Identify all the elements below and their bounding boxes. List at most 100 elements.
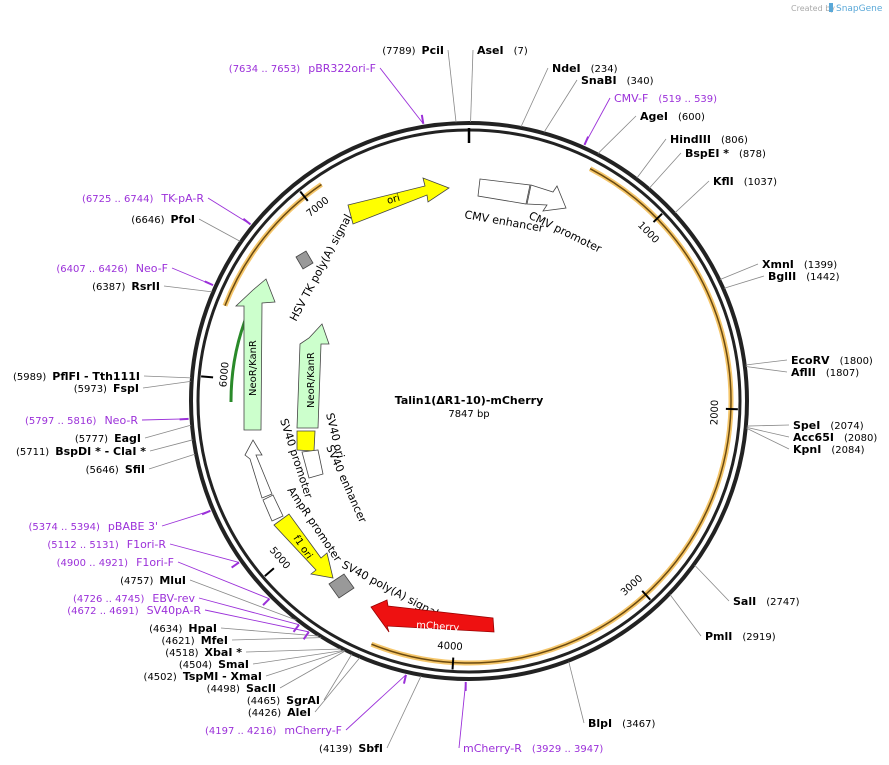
primer-range: (519 .. 539) <box>658 94 717 105</box>
primer-range: (4197 .. 4216) <box>205 726 277 737</box>
primer-bind-mark <box>262 598 271 606</box>
site-name[interactable]: NdeI <box>552 62 581 75</box>
site-name[interactable]: SalI <box>733 595 756 608</box>
site-name[interactable]: FspI <box>113 382 139 395</box>
tick-mark <box>652 213 663 223</box>
site-name[interactable]: SbfI <box>358 742 383 755</box>
feature-f1-ori-arrow[interactable] <box>273 513 334 579</box>
primer-range: (4900 .. 4921) <box>57 558 129 569</box>
site-leader-line <box>649 152 682 189</box>
primer-bind-mark <box>583 136 590 146</box>
site-name[interactable]: Acc65I <box>793 431 834 444</box>
primer-leader-line <box>169 543 240 563</box>
primer-name[interactable]: F1ori-R <box>127 538 167 551</box>
feature-neor-kanr-outer-label: NeoR/KanR <box>248 340 259 396</box>
primer-name[interactable]: pBR322ori-F <box>308 62 376 75</box>
site-name[interactable]: SmaI <box>218 658 249 671</box>
orf-arc-neo-core <box>224 183 322 307</box>
site-name[interactable]: HindIII <box>670 133 711 146</box>
feature-sv40-enhancer-box[interactable] <box>301 449 324 479</box>
site-leader-line <box>746 427 790 450</box>
site-name[interactable]: SgrAI <box>286 694 320 707</box>
primer-leader-line <box>204 609 309 633</box>
feature-sv40-polya-box[interactable] <box>328 573 355 599</box>
primer-bind-mark <box>420 114 425 124</box>
site-name[interactable]: PmlI <box>705 630 732 643</box>
site-name[interactable]: MluI <box>159 574 186 587</box>
site-name[interactable]: KpnI <box>793 443 821 456</box>
site-leader-line <box>323 653 353 701</box>
site-name[interactable]: AgeI <box>640 110 668 123</box>
site-name[interactable]: XbaI * <box>205 646 243 659</box>
primer-bind-mark <box>302 631 310 640</box>
feature-ori-arrow[interactable] <box>347 177 450 225</box>
site-name[interactable]: SnaBI <box>581 74 617 87</box>
feature-mcherry-arrow[interactable] <box>370 599 495 633</box>
site-leader-line <box>149 439 193 452</box>
primer-name[interactable]: Neo-R <box>104 414 138 427</box>
site-name[interactable]: AleI <box>287 706 311 719</box>
primer-name[interactable]: Neo-F <box>136 262 168 275</box>
site-name[interactable]: MfeI <box>201 634 228 647</box>
feature-neor-kanr-inner-arrow[interactable] <box>296 323 330 429</box>
primer-name[interactable]: CMV-F <box>614 92 648 105</box>
site-position: (2747) <box>766 597 799 608</box>
plasmid-name: Talin1(ΔR1-10)-mCherry <box>395 394 544 407</box>
site-position: (2084) <box>831 445 864 456</box>
feature-sv40-promoter-arrow[interactable] <box>244 439 273 499</box>
site-leader-line <box>720 263 759 280</box>
site-name[interactable]: BspDI * - ClaI * <box>55 445 146 458</box>
feature-ampr-promoter-box[interactable] <box>262 494 284 522</box>
primer-range: (4672 .. 4691) <box>67 606 139 617</box>
site-name[interactable]: XmnI <box>762 258 794 271</box>
site-position: (2080) <box>844 433 877 444</box>
site-name[interactable]: SfiI <box>125 463 145 476</box>
site-name[interactable]: EagI <box>114 432 141 445</box>
primer-name[interactable]: mCherry-R <box>463 742 522 755</box>
primer-name[interactable]: mCherry-F <box>284 724 342 737</box>
primer-range: (6407 .. 6426) <box>56 264 128 275</box>
site-name[interactable]: PflFI - Tth111I <box>52 370 140 383</box>
site-name[interactable]: KflI <box>713 175 734 188</box>
site-position: (4498) <box>207 684 240 695</box>
site-name[interactable]: PfoI <box>171 213 196 226</box>
site-position: (5989) <box>13 372 46 383</box>
site-leader-line <box>220 627 319 637</box>
site-name[interactable]: SacII <box>246 682 276 695</box>
site-name[interactable]: BlpI <box>588 717 612 730</box>
site-position: (7789) <box>382 46 415 57</box>
site-position: (4426) <box>248 708 281 719</box>
site-position: (4634) <box>149 624 182 635</box>
site-name[interactable]: EcoRV <box>791 354 830 367</box>
feature-cmv-enhancer-arrow[interactable] <box>477 178 531 205</box>
site-name[interactable]: AseI <box>477 44 504 57</box>
site-name[interactable]: SpeI <box>793 419 820 432</box>
primer-name[interactable]: SV40pA-R <box>147 604 202 617</box>
feature-neor-kanr-outer-arrow[interactable] <box>234 278 276 431</box>
site-name[interactable]: BglII <box>768 270 796 283</box>
primer-name[interactable]: EBV-rev <box>152 592 195 605</box>
feature-cmv-promoter-arrow[interactable] <box>526 184 567 212</box>
feature-mcherry-label: mCherry <box>416 620 460 634</box>
site-name[interactable]: PciI <box>422 44 444 57</box>
site-name[interactable]: HpaI <box>188 622 217 635</box>
site-name[interactable]: AflII <box>791 366 816 379</box>
primer-name[interactable]: F1ori-F <box>136 556 174 569</box>
primer-name[interactable]: pBABE 3' <box>108 520 158 533</box>
snapgene-logo-icon <box>829 3 833 12</box>
site-leader-line <box>386 675 422 749</box>
primer-range: (5797 .. 5816) <box>25 416 97 427</box>
site-position: (5711) <box>16 447 49 458</box>
primer-name[interactable]: TK-pA-R <box>160 192 204 205</box>
primer-range: (4726 .. 4745) <box>73 594 145 605</box>
site-leader-line <box>470 49 474 123</box>
site-leader-line <box>597 115 637 154</box>
site-name[interactable]: BspEI * <box>685 147 729 160</box>
feature-hsv-tk-polya-box[interactable] <box>295 250 314 270</box>
site-position: (3467) <box>622 719 655 730</box>
site-name[interactable]: RsrII <box>131 280 160 293</box>
site-position: (4757) <box>120 576 153 587</box>
site-leader-line <box>568 661 585 724</box>
site-name[interactable]: TspMI - XmaI <box>183 670 262 683</box>
